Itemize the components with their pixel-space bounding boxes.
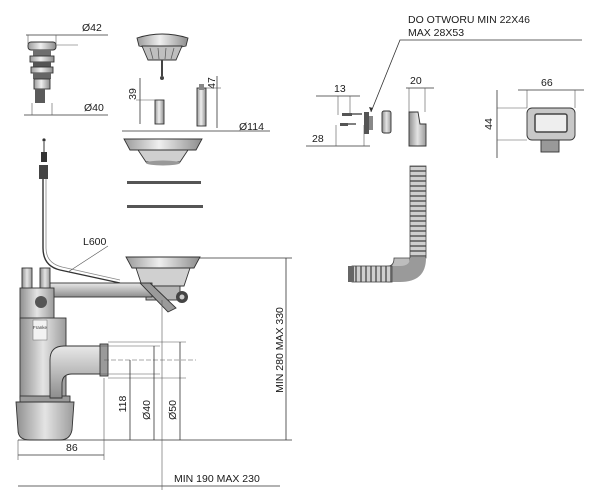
dim-w-20: 20 [410, 75, 422, 87]
gasket-1 [127, 181, 201, 184]
dim-dia-50: Ø50 [167, 400, 179, 420]
dim-w-66: 66 [541, 77, 553, 89]
dim-h-118: 118 [117, 395, 129, 412]
dim-range-horizontal: MIN 190 MAX 230 [174, 473, 260, 485]
overflow-tubes [19, 267, 55, 321]
hole-note-line2: MAX 28X53 [408, 27, 464, 39]
dim-h-44: 44 [483, 118, 495, 130]
dim-dia-40-top: Ø40 [84, 102, 104, 114]
dim-w-13: 13 [334, 83, 346, 95]
trap-body: Franke [15, 317, 75, 441]
trap-brand-logo: Franke [33, 325, 48, 330]
gasket-2 [127, 205, 203, 208]
outlet-pipe [49, 343, 109, 399]
dim-dia-42: Ø42 [82, 22, 102, 34]
popup-cable [39, 138, 121, 284]
stem-parts [154, 84, 207, 127]
popup-knob [27, 41, 57, 103]
overflow-clip [364, 112, 373, 134]
dim-dia-114: Ø114 [239, 121, 264, 133]
dim-range-vertical: MIN 280 MAX 330 [274, 307, 286, 393]
hole-note-line1: DO OTWORU MIN 22X46 [408, 14, 530, 26]
dim-l600: L600 [83, 236, 107, 248]
dim-h-47: 47 [206, 77, 218, 89]
overflow-connector [408, 111, 427, 147]
hole-note-leader [370, 39, 582, 113]
sink-flange [123, 138, 203, 166]
overflow-nut [381, 110, 392, 134]
dim-w-28: 28 [312, 133, 324, 145]
dim-h-39: 39 [127, 88, 139, 100]
overflow-rosette [526, 107, 576, 153]
l600-leader [67, 245, 109, 273]
fixing-screws [340, 113, 362, 126]
hole-note-arrow [369, 107, 373, 112]
dim-w-86: 86 [66, 442, 78, 454]
dim-dia-40-bottom: Ø40 [141, 400, 153, 420]
overflow-hose [348, 165, 427, 283]
basket-strainer [136, 33, 189, 80]
